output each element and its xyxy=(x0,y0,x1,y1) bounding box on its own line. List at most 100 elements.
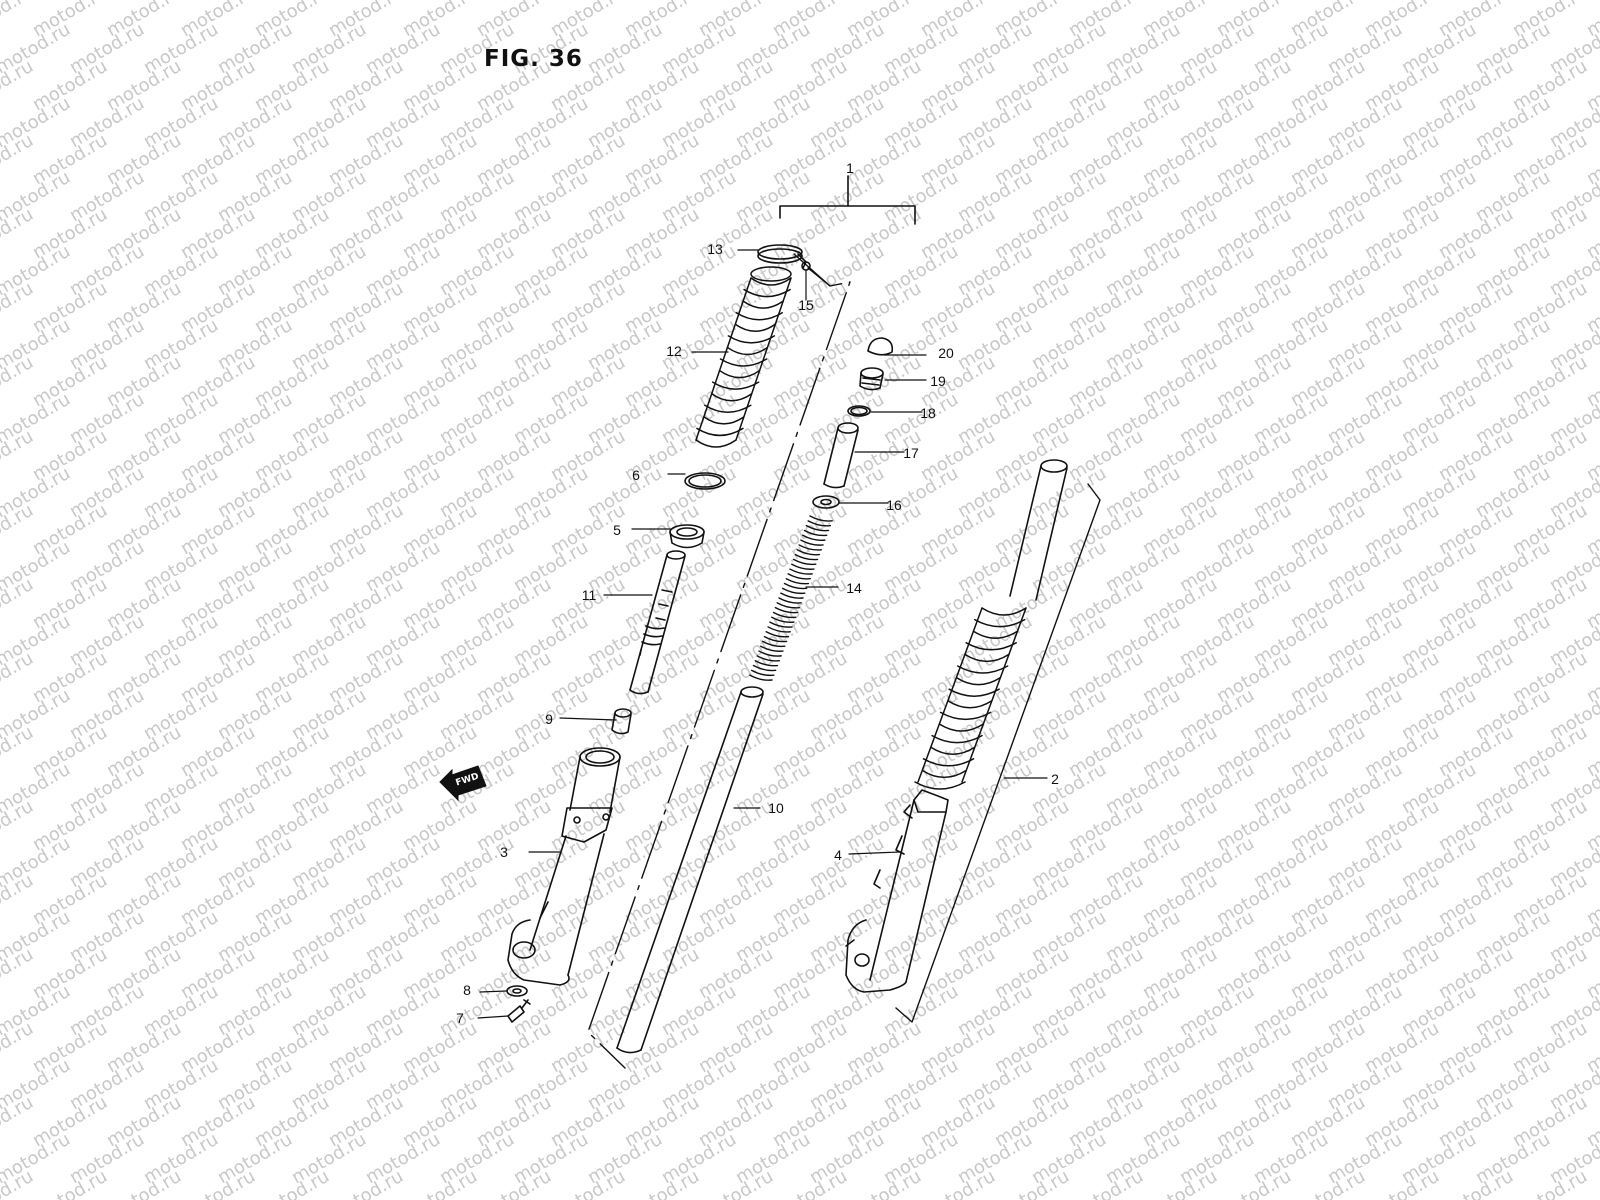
cap-20 xyxy=(867,337,894,356)
spring-coil xyxy=(756,655,780,662)
bellows-side xyxy=(695,277,792,441)
bellows-fold xyxy=(750,277,792,286)
spring-coil xyxy=(776,602,801,609)
spring-coil xyxy=(780,592,804,599)
spring-coil xyxy=(805,524,830,532)
outer-tube-3 xyxy=(507,747,621,986)
callout-18: 18 xyxy=(920,405,936,421)
assembly-bracket-1 xyxy=(779,175,916,225)
spring-coil xyxy=(791,563,815,570)
assembly-outline-1 xyxy=(587,253,851,1069)
callout-15: 15 xyxy=(798,297,814,313)
callout-10: 10 xyxy=(768,800,784,816)
leader-lines xyxy=(477,249,1048,1019)
spring-coil xyxy=(781,587,806,595)
bellows-fold xyxy=(735,311,783,321)
spring-coil xyxy=(767,626,791,633)
spring-coil xyxy=(794,553,819,561)
bellows-fold xyxy=(948,688,1000,697)
bellows-fold xyxy=(981,607,1027,616)
bellows-fold xyxy=(914,781,966,790)
spring-coil xyxy=(774,606,799,614)
bellows-fold xyxy=(930,746,976,755)
assembly-outline-2 xyxy=(895,483,1101,1023)
washer-16 xyxy=(812,495,840,509)
bellows-fold xyxy=(726,346,769,356)
callout-2: 2 xyxy=(1051,771,1059,787)
oil-seal-5 xyxy=(669,524,705,549)
callout-11: 11 xyxy=(581,587,597,603)
spring-coil xyxy=(760,645,784,652)
spring-coil xyxy=(785,578,810,585)
spring-coil xyxy=(761,640,786,648)
o-ring-6 xyxy=(684,472,726,490)
bellows-fold xyxy=(734,323,777,333)
spring-coil xyxy=(750,669,775,677)
spring-coil xyxy=(787,573,811,580)
bellows-side xyxy=(917,607,1027,783)
spring-coil xyxy=(771,616,795,623)
bellows-fold xyxy=(956,665,1009,674)
callout-1: 1 xyxy=(846,160,854,176)
bellows-fold xyxy=(718,369,761,379)
callout-17: 17 xyxy=(903,445,919,461)
bolt-7 xyxy=(507,999,531,1023)
bellows-fold xyxy=(965,642,1017,651)
bellows-fold xyxy=(703,416,745,425)
callout-14: 14 xyxy=(846,580,862,596)
spring-coil xyxy=(802,534,826,541)
bellows-fold xyxy=(947,700,993,709)
bellows-fold xyxy=(921,769,968,779)
bellows-fold xyxy=(710,392,753,402)
spring-coil xyxy=(758,650,782,657)
bellows-fold xyxy=(973,618,1026,628)
bellows-fold xyxy=(711,381,760,390)
callout-12: 12 xyxy=(666,343,682,359)
spring-coil xyxy=(778,597,802,604)
spacer-17 xyxy=(823,422,859,489)
callout-7: 7 xyxy=(456,1010,464,1026)
bellows-fold xyxy=(696,427,744,437)
bellows-fold xyxy=(727,335,776,344)
damper-rod-11 xyxy=(629,550,686,695)
o-ring-18 xyxy=(847,405,871,417)
callout-9: 9 xyxy=(545,711,553,727)
callout-6: 6 xyxy=(632,467,640,483)
bellows-fold xyxy=(938,723,985,732)
bellows-fold xyxy=(704,404,752,414)
outer-tube-4 xyxy=(845,789,949,993)
spring-coil xyxy=(769,621,793,628)
callout-20: 20 xyxy=(938,345,954,361)
bellows-fold xyxy=(972,630,1019,639)
bellows-fold xyxy=(964,653,1010,663)
front-fork-assembly-2 xyxy=(1009,459,1068,601)
spring-coil xyxy=(763,635,788,643)
callout-5: 5 xyxy=(613,522,621,538)
bellows-fold xyxy=(742,300,784,309)
callout-4: 4 xyxy=(834,847,842,863)
callout-13: 13 xyxy=(707,241,723,257)
spring-coil xyxy=(800,539,824,546)
dust-boot-12 xyxy=(695,266,792,448)
bellows-fold xyxy=(939,711,992,721)
spring-coil xyxy=(783,582,808,590)
bellows-fold xyxy=(922,758,975,767)
bellows-fold xyxy=(695,439,737,448)
callout-16: 16 xyxy=(886,497,902,513)
spring-coil xyxy=(749,674,773,681)
spring-coil xyxy=(798,544,822,551)
spring-coil xyxy=(809,515,833,522)
spring-coil xyxy=(792,558,817,566)
callout-8: 8 xyxy=(463,982,471,998)
bellows-fold xyxy=(743,288,791,298)
inner-tube-10 xyxy=(616,686,764,1054)
fork-boot-assembled xyxy=(914,607,1027,790)
spring-coil xyxy=(789,568,813,575)
oil-lock-piece-9 xyxy=(611,708,632,735)
bellows-fold xyxy=(955,676,1002,686)
figure-title: FIG. 36 xyxy=(484,46,583,72)
fork-spring-14 xyxy=(749,515,833,681)
spring-coil xyxy=(765,631,790,638)
